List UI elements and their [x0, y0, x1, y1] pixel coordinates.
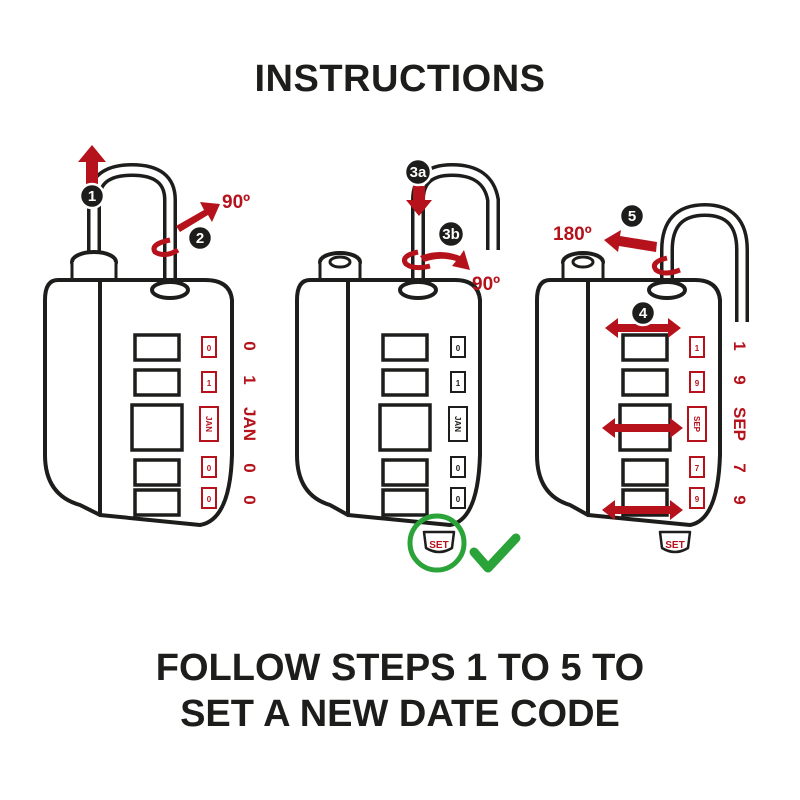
page-title: INSTRUCTIONS: [254, 58, 546, 100]
lock-1-code-2: 1: [240, 375, 259, 384]
step-5-angle: 180º: [553, 224, 592, 245]
instructions-footer: FOLLOW STEPS 1 TO 5 TO SET A NEW DATE CO…: [0, 645, 800, 737]
lock-2-set-label: SET: [429, 540, 448, 551]
lock-1-code-5: 0: [240, 495, 259, 504]
lock-1-code: 0 1 JAN 0 0: [240, 341, 259, 504]
lock-3-dials: 1 9 SEP 7 9: [687, 336, 707, 509]
lock-1-code-4: 0: [240, 463, 259, 472]
arrow-left-icon: [604, 230, 657, 252]
lock-1-dial-3: JAN: [204, 416, 213, 432]
lock-3-code-4: 7: [730, 463, 749, 472]
lock-1-code-1: 0: [240, 341, 259, 350]
lock-3-code-2: 9: [730, 375, 749, 384]
lock-3-dial-5: 9: [695, 495, 700, 504]
check-icon: [469, 533, 521, 573]
lock-2-dials: 0 1 JAN 0 0: [448, 336, 468, 509]
lock-3-dial-3: SEP: [692, 416, 701, 433]
lock-1-dials: 0 1 JAN 0 0: [199, 336, 219, 509]
lock-2-dial-5: 0: [456, 495, 461, 504]
lock-2-dial-2: 1: [456, 379, 461, 388]
lock-3-dial-2: 9: [695, 379, 700, 388]
step-2-badge: 2: [196, 230, 204, 247]
lock-1-body: [43, 278, 102, 517]
lock-3-dial-1: 1: [695, 344, 700, 353]
lock-2: 0 1 JAN 0 0 SET 3a 3b 90º: [295, 157, 521, 573]
lock-2-dial-1: 0: [456, 344, 461, 353]
double-arrow-icons: [602, 318, 683, 520]
lock-1-code-3: JAN: [240, 407, 259, 441]
lock-1-dial-5: 0: [207, 495, 212, 504]
step-2-angle: 90º: [222, 192, 250, 213]
arrow-down-icon: [406, 186, 432, 216]
rotate-arrow-icon: [151, 237, 180, 258]
arrow-up-icon: [78, 145, 106, 185]
step-3b-angle: 90º: [472, 274, 500, 295]
lock-3-code-5: 9: [730, 495, 749, 504]
footer-line-1: FOLLOW STEPS 1 TO 5 TO: [155, 647, 645, 689]
step-5-badge: 5: [628, 208, 636, 225]
lock-2-dial-3: JAN: [453, 416, 462, 432]
step-3b-badge: 3b: [442, 226, 460, 243]
lock-3-set-label: SET: [665, 540, 684, 551]
lock-3-code-3: SEP: [730, 407, 749, 441]
rotate-arrow-icon: [651, 255, 681, 276]
lock-3-body: [535, 278, 590, 517]
footer-line-2: SET A NEW DATE CODE: [180, 693, 620, 735]
lock-1-dial-4: 0: [207, 464, 212, 473]
lock-2-dial-4: 0: [456, 464, 461, 473]
lock-3: 1 9 SEP 7 9 SET 4 5 180º 1 9: [535, 202, 749, 554]
step-4-badge: 4: [639, 305, 648, 322]
lock-1: 0 1 JAN 0 0 0 1 JAN 0 0 1 2 90º: [43, 145, 259, 527]
step-1-badge: 1: [88, 188, 96, 205]
lock-3-dial-4: 7: [695, 464, 700, 473]
rotate-arrow-icon: [402, 249, 431, 271]
lock-3-code: 1 9 SEP 7 9: [730, 341, 749, 504]
lock-1-dial-1: 0: [207, 344, 212, 353]
step-3a-badge: 3a: [410, 164, 427, 181]
lock-2-body: [295, 278, 350, 517]
lock-3-code-1: 1: [730, 341, 749, 350]
lock-1-dial-2: 1: [207, 379, 212, 388]
lock-2-set-highlight: [407, 513, 467, 573]
